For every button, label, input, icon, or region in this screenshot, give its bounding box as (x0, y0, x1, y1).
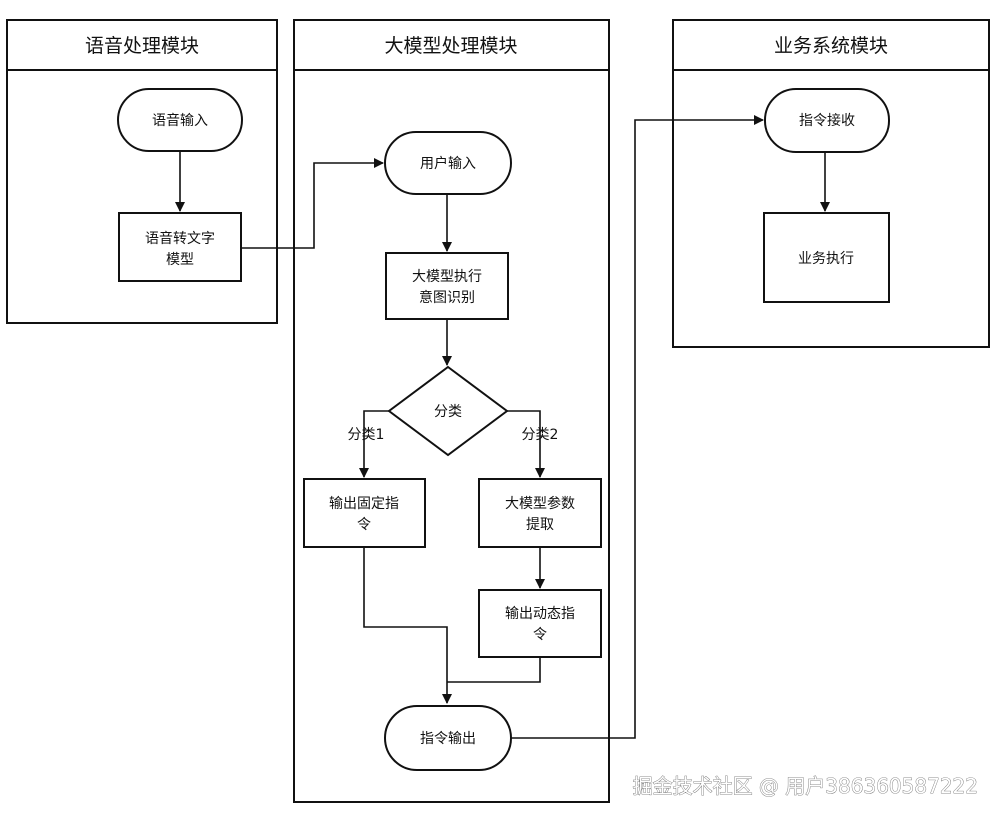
edge-dynamic-to-output (447, 657, 541, 683)
node-fixed-command: 输出固定指 令 (303, 478, 426, 548)
node-speech-to-text-label-line2: 模型 (166, 252, 194, 268)
node-param-extract-label-line2: 提取 (526, 517, 554, 533)
edge-output-to-receive (511, 115, 764, 739)
node-speech-to-text: 语音转文字 模型 (118, 212, 242, 282)
node-command-output-label: 指令输出 (420, 731, 476, 747)
edge-fixed-to-output (363, 547, 452, 704)
node-classify-label: 分类 (434, 404, 462, 420)
node-business-exec-label: 业务执行 (798, 251, 854, 267)
branch-label-right: 分类2 (522, 427, 559, 443)
node-classify: 分类 (387, 365, 509, 457)
lane-business-title: 业务系统模块 (774, 35, 888, 57)
edge-stt-to-user-input (242, 158, 384, 249)
node-param-extract-label-line1: 大模型参数 (505, 495, 575, 512)
lane-speech-title: 语音处理模块 (85, 35, 199, 57)
node-intent-label-line2: 意图识别 (419, 289, 475, 306)
node-speech-to-text-label-line1: 语音转文字 (145, 230, 215, 247)
connectors (175, 115, 830, 739)
node-speech-input: 语音输入 (117, 88, 243, 152)
watermark-text: 掘金技术社区 @ 用户386360587222 (633, 774, 978, 798)
node-user-input-label: 用户输入 (420, 155, 476, 172)
node-dynamic-command: 输出动态指 令 (478, 589, 602, 658)
node-fixed-command-label-line1: 输出固定指 (329, 496, 399, 512)
node-dynamic-command-label-line2: 令 (533, 627, 547, 643)
node-intent: 大模型执行 意图识别 (385, 252, 509, 320)
node-param-extract: 大模型参数 提取 (478, 478, 602, 548)
edge-classify-left (359, 410, 389, 478)
node-fixed-command-label-line2: 令 (357, 517, 371, 533)
branch-label-left: 分类1 (348, 427, 385, 443)
node-intent-label-line1: 大模型执行 (412, 269, 482, 285)
node-business-exec: 业务执行 (763, 212, 890, 303)
node-command-receive-label: 指令接收 (799, 112, 855, 129)
lane-llm-title: 大模型处理模块 (384, 35, 517, 57)
node-dynamic-command-label-line1: 输出动态指 (505, 606, 575, 622)
node-command-output: 指令输出 (384, 705, 512, 771)
node-user-input: 用户输入 (384, 131, 512, 195)
edge-classify-right (507, 410, 545, 478)
node-command-receive: 指令接收 (764, 88, 890, 153)
node-speech-input-label: 语音输入 (152, 112, 208, 129)
